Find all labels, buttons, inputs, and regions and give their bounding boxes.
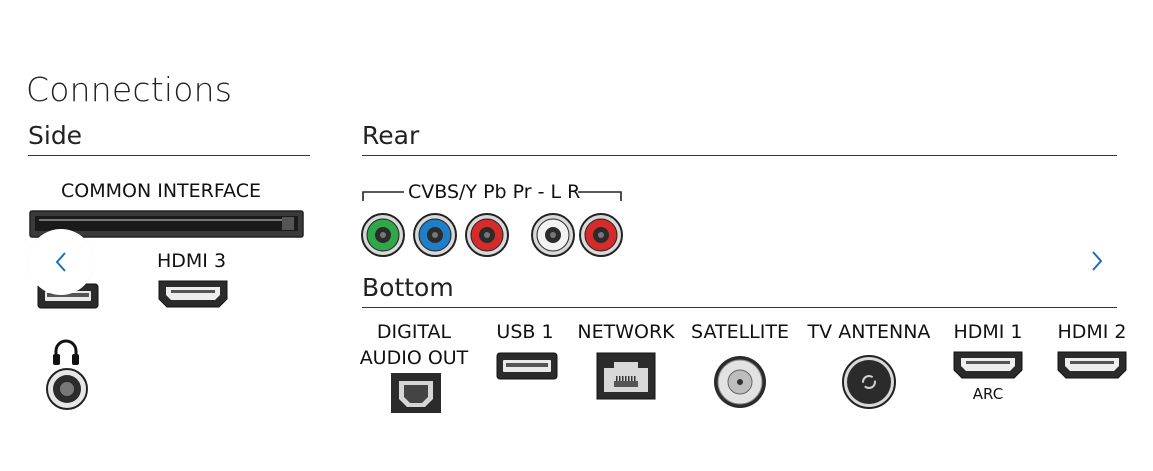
rca-jack-blue-icon	[412, 212, 458, 258]
tv-antenna-label: TV ANTENNA	[807, 321, 931, 343]
hdmi2-port-icon	[1056, 350, 1128, 380]
carousel-next-button[interactable]	[1082, 246, 1112, 276]
network-port-icon	[596, 352, 656, 400]
cvbs-bracket	[362, 181, 624, 203]
digital-audio-out-label: DIGITAL AUDIO OUT	[352, 320, 476, 371]
chevron-right-icon	[1090, 250, 1104, 272]
section-bottom-heading: Bottom	[362, 273, 454, 302]
carousel-prev-button[interactable]	[28, 229, 94, 295]
digital-audio-out-label-line1: DIGITAL	[376, 321, 452, 343]
chevron-left-icon	[54, 251, 68, 273]
common-interface-slot-icon	[29, 210, 304, 238]
hdmi3-port-icon	[157, 279, 229, 309]
hdmi1-arc-label: ARC	[972, 385, 1004, 403]
optical-port-icon	[390, 372, 442, 414]
usb1-label: USB 1	[496, 321, 554, 343]
hdmi3-label: HDMI 3	[157, 250, 227, 272]
section-rear-rule	[362, 155, 1117, 156]
headphone-jack-icon	[45, 367, 89, 411]
digital-audio-out-label-line2: AUDIO OUT	[359, 346, 469, 369]
headphone-icon	[51, 337, 81, 367]
network-label: NETWORK	[577, 321, 675, 343]
section-rear-heading: Rear	[362, 121, 420, 150]
rca-jack-green-icon	[360, 212, 406, 258]
rca-jack-red-audio-icon	[578, 212, 624, 258]
section-side-rule	[28, 155, 310, 156]
satellite-port-icon	[712, 354, 768, 410]
rca-jack-red-icon	[464, 212, 510, 258]
common-interface-label: COMMON INTERFACE	[61, 180, 261, 202]
tv-antenna-port-icon	[841, 354, 897, 410]
section-bottom-rule	[362, 307, 1117, 308]
page-title: Connections	[26, 70, 233, 109]
section-side-heading: Side	[28, 121, 83, 150]
hdmi1-port-icon	[952, 350, 1024, 380]
rca-jack-white-icon	[530, 212, 576, 258]
satellite-label: SATELLITE	[691, 321, 789, 343]
hdmi1-label: HDMI 1	[953, 321, 1023, 343]
usb1-port-icon	[496, 352, 558, 380]
cvbs-label: CVBS/Y Pb Pr - L R	[408, 181, 581, 203]
hdmi2-label: HDMI 2	[1057, 321, 1127, 343]
